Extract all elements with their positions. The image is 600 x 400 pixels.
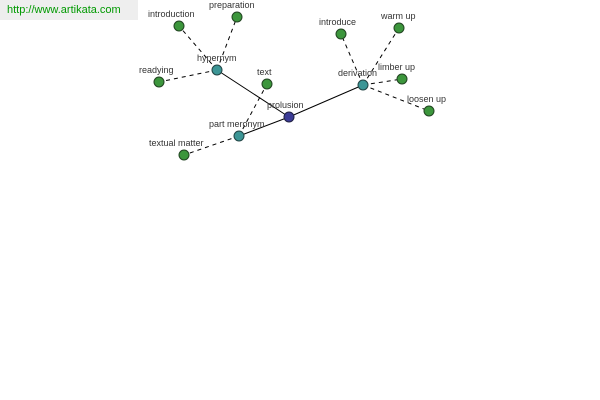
node-warm-up[interactable]: warm up [380,11,416,34]
node-preparation-dot[interactable] [231,11,243,23]
node-readying-dot[interactable] [153,76,165,88]
node-derivation-label[interactable]: derivation [338,68,377,78]
node-part-meronym-label[interactable]: part meronym [209,119,265,129]
edge-derivation-loosen-up [362,84,430,112]
node-introduction-dot[interactable] [173,20,185,32]
node-derivation-dot[interactable] [357,79,369,91]
edge-prolusion-part-meronym [238,116,290,137]
graph-edges [158,16,430,156]
node-text-label[interactable]: text [257,67,272,77]
edge-part-meronym-text [238,83,268,137]
node-preparation[interactable]: preparation [209,0,255,23]
source-link[interactable]: http://www.artikata.com [0,0,138,20]
node-loosen-up-label[interactable]: loosen up [407,94,446,104]
node-textual-matter-dot[interactable] [178,149,190,161]
edge-part-meronym-textual-matter [183,135,240,156]
node-derivation[interactable]: derivation [338,68,377,91]
node-limber-up-label[interactable]: limber up [378,62,415,72]
node-introduction[interactable]: introduction [148,9,195,32]
node-hypernym-label[interactable]: hypernym [197,53,237,63]
node-part-meronym[interactable]: part meronym [209,119,265,142]
node-textual-matter[interactable]: textual matter [149,138,204,161]
node-introduce-label[interactable]: introduce [319,17,356,27]
edge-hypernym-introduction [178,25,218,71]
node-part-meronym-dot[interactable] [233,130,245,142]
edge-prolusion-derivation [288,84,364,118]
edge-derivation-introduce [340,33,364,86]
node-introduce-dot[interactable] [335,28,347,40]
edge-derivation-warm-up [362,27,400,86]
node-warm-up-label[interactable]: warm up [380,11,416,21]
edge-prolusion-hypernym [216,69,290,118]
graph-nodes: introduction preparation readying introduce… [139,0,446,161]
node-textual-matter-label[interactable]: textual matter [149,138,204,148]
node-readying[interactable]: readying [139,65,174,88]
node-preparation-label[interactable]: preparation [209,0,255,10]
edge-derivation-limber-up [362,78,403,86]
node-introduction-label[interactable]: introduction [148,9,195,19]
node-readying-label[interactable]: readying [139,65,174,75]
node-loosen-up-dot[interactable] [423,105,435,117]
node-prolusion-label[interactable]: prolusion [267,100,304,110]
node-introduce[interactable]: introduce [319,17,356,40]
node-hypernym-dot[interactable] [211,64,223,76]
node-limber-up[interactable]: limber up [378,62,415,85]
node-prolusion-dot[interactable] [283,111,295,123]
edge-hypernym-readying [158,69,218,83]
edge-hypernym-preparation [216,16,238,71]
node-hypernym[interactable]: hypernym [197,53,237,76]
node-loosen-up[interactable]: loosen up [407,94,446,117]
node-text[interactable]: text [257,67,273,90]
node-prolusion[interactable]: prolusion [267,100,304,123]
node-limber-up-dot[interactable] [396,73,408,85]
node-text-dot[interactable] [261,78,273,90]
node-warm-up-dot[interactable] [393,22,405,34]
